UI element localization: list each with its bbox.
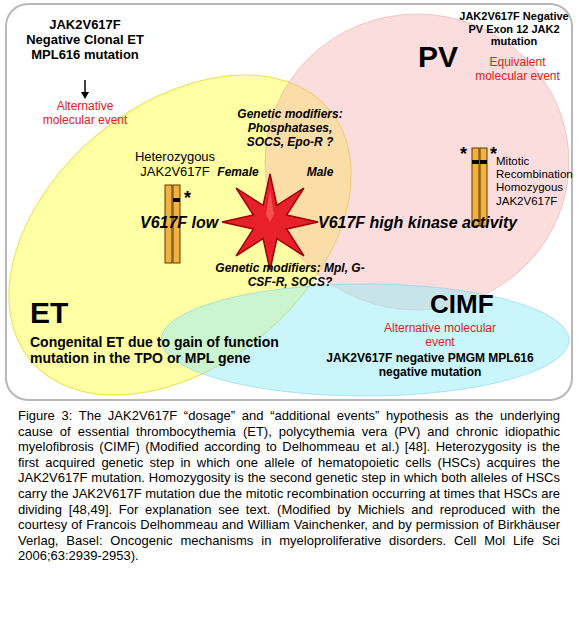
molecular-event-note: Alternative molecular event [35, 100, 135, 128]
mutation-note: JAK2V617F Negative Clonal ET MPL616 muta… [25, 18, 145, 63]
mutation-band [173, 198, 180, 202]
disease-title: ET [30, 296, 100, 331]
arrow-head [81, 92, 89, 99]
genotype-label: Mitotic Recombination Homozygous JAK2V61… [496, 155, 572, 208]
mutation-band [480, 160, 487, 164]
mutation-asterisk: * [184, 188, 198, 209]
mutation-asterisk: * [460, 144, 474, 165]
modifier-note: Genetic modifiers: Mpl, G-CSF-R, SOCS? [215, 262, 365, 290]
ellipse-shape [161, 284, 569, 396]
sex-label: Female [208, 166, 268, 180]
star-highlight [266, 190, 274, 222]
genotype-label: Heterozygous JAK2V617F [125, 150, 225, 180]
figure-caption: Figure 3: The JAK2V617F “dosage” and “ad… [18, 408, 560, 564]
mutation-band [472, 160, 479, 164]
kinase-label: V617F high kinase activity [318, 214, 548, 232]
sex-label: Male [295, 166, 345, 180]
modifier-note: Genetic modifiers: Phosphatases, SOCS, E… [230, 108, 350, 149]
mutation-asterisk: * [490, 144, 504, 165]
kinase-label: V617F low [140, 214, 230, 232]
red-star [222, 174, 318, 270]
molecular-event-note: Alternative molecular event [380, 322, 500, 350]
mutation-note: JAK2V617F negative PMGM MPL616 negative … [320, 352, 540, 380]
disease-title: CIMF [430, 290, 530, 320]
arrow-line [84, 80, 86, 93]
molecular-event-note: Equivalent molecular event [470, 56, 565, 84]
disease-description: Congenital ET due to gain of function mu… [30, 334, 305, 366]
mutation-note: JAK2V617F Negative PV Exon 12 JAK2 mutat… [458, 10, 570, 48]
